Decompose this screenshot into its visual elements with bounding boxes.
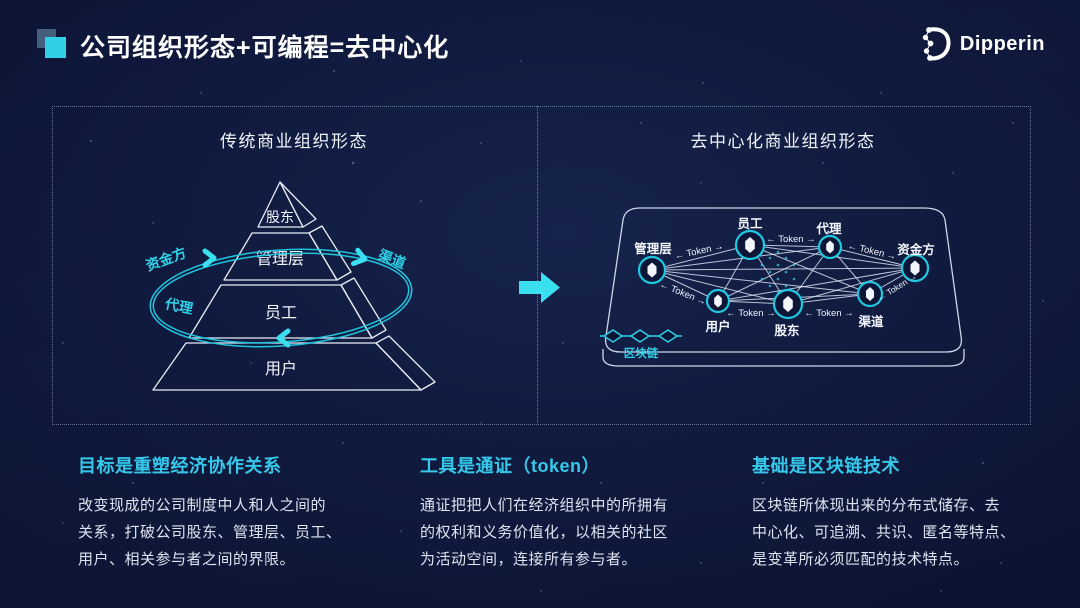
- network-node-labels: 管理层 员工 代理 资金方 用户 股东 渠道: [634, 217, 935, 338]
- column-tool-heading: 工具是通证（token）: [420, 456, 601, 476]
- orbit-label-channels: 渠道: [375, 246, 408, 271]
- token-label: ← Token →: [766, 234, 815, 245]
- column-tool-line: 通证把把人们在经济组织中的所拥有: [420, 497, 669, 514]
- pyramid-layer-labels: 股东 管理层 员工 用户: [256, 209, 304, 378]
- orbit-arrow-top-left-icon: [202, 248, 217, 268]
- token-label: ← Token →: [674, 241, 725, 262]
- column-goal-line: 改变现成的公司制度中人和人之间的: [78, 497, 327, 514]
- title-bullet-icon: [37, 29, 71, 63]
- node-coin-glyphs: [647, 237, 920, 312]
- column-foundation: 基础是区块链技术 区块链所体现出来的分布式储存、去 中心化、可追溯、共识、匿名等…: [752, 452, 1052, 573]
- column-foundation-line: 是变革所必须匹配的技术特点。: [752, 551, 970, 568]
- label-funder: 资金方: [897, 242, 935, 257]
- pyramid-label-users: 用户: [265, 360, 297, 378]
- token-label: ← Token →: [658, 279, 708, 308]
- orbit-arrow-top-right-icon: [350, 247, 368, 267]
- blockchain-label: 区块链: [624, 346, 659, 360]
- label-agent: 代理: [815, 221, 842, 236]
- center-dot-pattern: [760, 250, 796, 294]
- column-foundation-line: 中心化、可追溯、共识、匿名等特点、: [752, 524, 1016, 541]
- panel-divider: [537, 106, 538, 423]
- token-label: ← Token →: [726, 308, 775, 319]
- column-tool-line: 的权利和义务价值化，以相关的社区: [420, 524, 669, 541]
- brand-logo: Dipperin: [918, 26, 1045, 62]
- pyramid-label-employees: 员工: [265, 304, 297, 322]
- label-employee: 员工: [737, 217, 763, 231]
- right-diagram-title: 去中心化商业组织形态: [690, 132, 876, 151]
- column-foundation-line: 区块链所体现出来的分布式储存、去: [752, 497, 1001, 514]
- label-channel: 渠道: [858, 314, 884, 329]
- orbit-arrows: [202, 247, 368, 348]
- orbit-label-agents: 代理: [163, 295, 195, 317]
- column-goal-heading: 目标是重塑经济协作关系: [78, 456, 282, 476]
- blockchain-chain-icon: 区块链: [600, 329, 682, 360]
- column-tool-line: 为活动空间，连接所有参与者。: [420, 551, 638, 568]
- page-title: 公司组织形态+可编程=去中心化: [80, 34, 450, 62]
- column-goal-line: 关系，打破公司股东、管理层、员工、: [78, 524, 342, 541]
- pyramid-label-shareholders: 股东: [266, 209, 294, 225]
- comparison-panel: [52, 106, 1031, 425]
- platform-outline: [602, 207, 965, 367]
- token-label: ← Token →: [804, 308, 853, 319]
- column-foundation-heading: 基础是区块链技术: [752, 456, 900, 476]
- orbit-label-funders: 资金方: [144, 244, 189, 273]
- label-shareholder: 股东: [774, 323, 800, 338]
- column-goal-line: 用户、相关参与者之间的界限。: [78, 551, 296, 568]
- label-management: 管理层: [634, 241, 672, 256]
- column-tool: 工具是通证（token） 通证把把人们在经济组织中的所拥有 的权利和义务价值化，…: [420, 452, 720, 573]
- transform-arrow-icon: [519, 272, 560, 303]
- left-diagram-title: 传统商业组织形态: [220, 132, 368, 151]
- traditional-pyramid-diagram: [152, 181, 436, 391]
- dipperin-d-icon: [922, 27, 951, 61]
- column-goal: 目标是重塑经济协作关系 改变现成的公司制度中人和人之间的 关系，打破公司股东、管…: [78, 452, 378, 573]
- orbit-arrow-bottom-icon: [276, 328, 291, 348]
- brand-name: Dipperin: [959, 32, 1045, 55]
- label-user: 用户: [704, 319, 730, 334]
